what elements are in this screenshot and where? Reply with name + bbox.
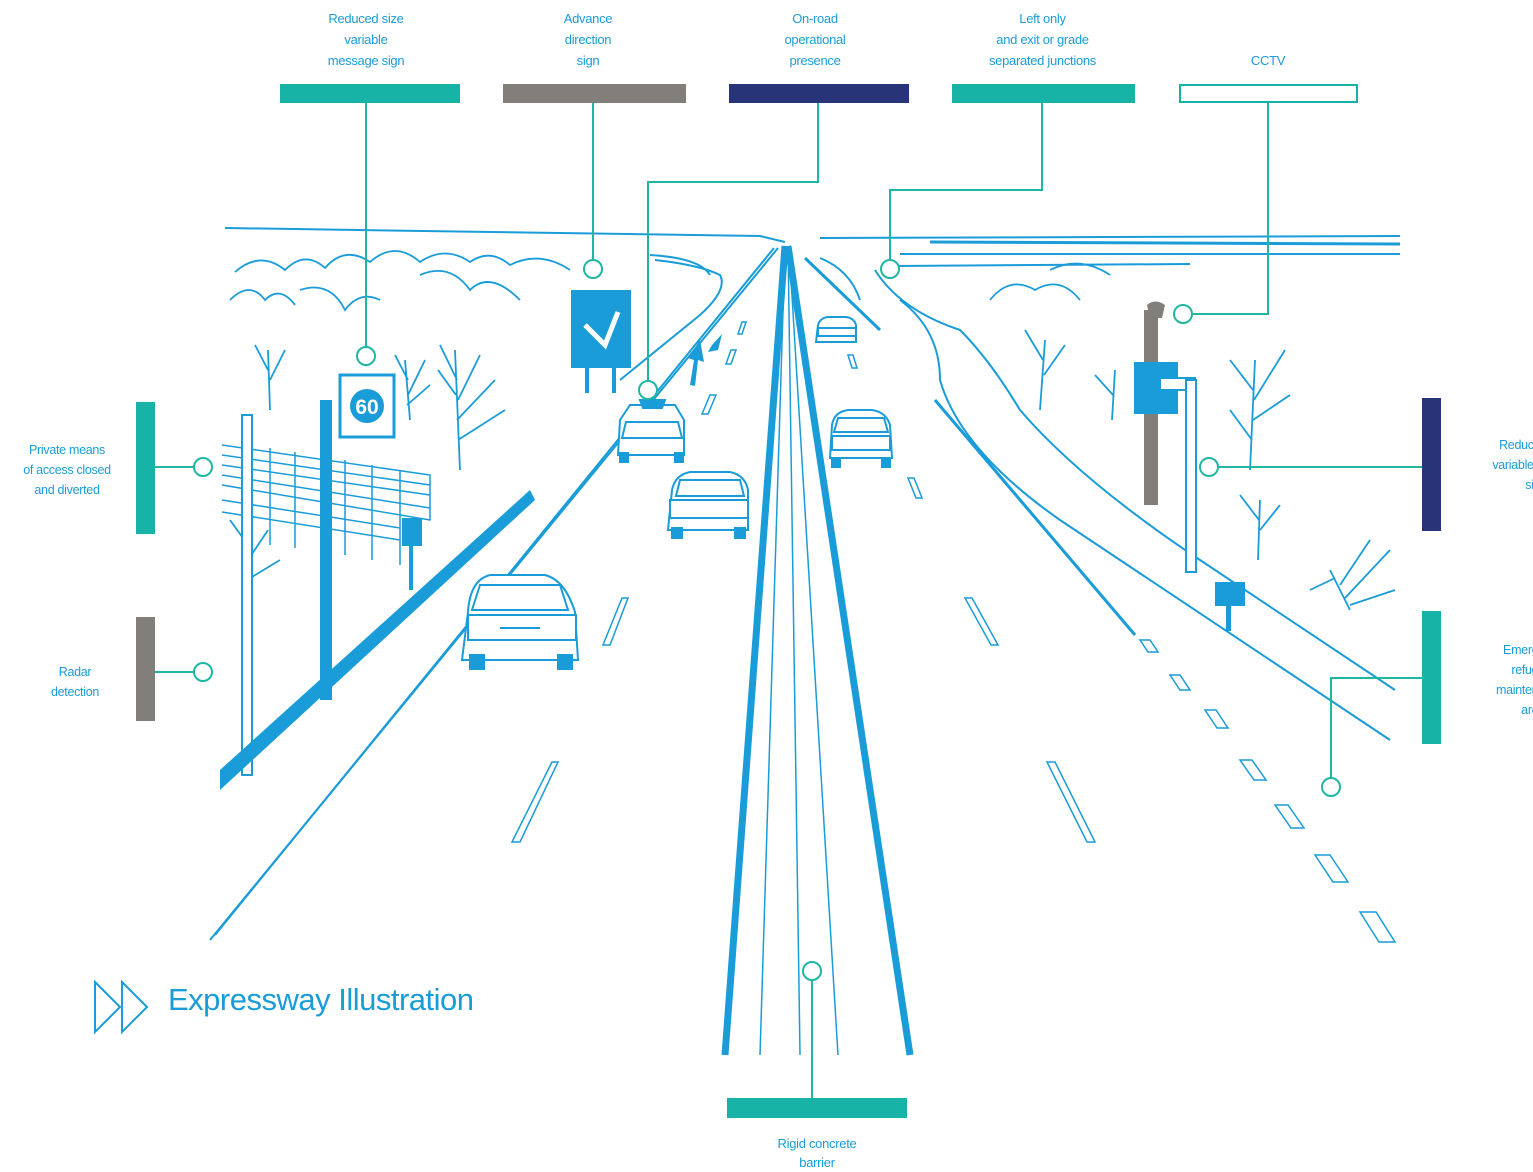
bar-left-only — [952, 84, 1135, 103]
label-private-access: Private means of access closed and diver… — [23, 443, 111, 497]
bar-emergency — [1422, 611, 1441, 744]
label-advance-direction: Advance direction sign — [563, 11, 613, 68]
right-ramp — [803, 256, 1396, 741]
bar-advance-direction — [503, 84, 686, 103]
car-oncoming-far — [814, 316, 857, 343]
car-oncoming-mid — [828, 409, 894, 468]
bar-radar — [136, 617, 155, 721]
left-ramp — [619, 254, 723, 381]
small-sign-left — [402, 518, 422, 546]
label-cctv: CCTV — [1250, 53, 1286, 68]
bar-vms-right — [1422, 398, 1441, 531]
advance-sign-post-l — [585, 368, 589, 393]
label-vms-small: Reduced size variable message sign — [327, 11, 405, 68]
leader-lines — [155, 103, 1422, 1098]
emergency-sign — [1215, 582, 1245, 606]
label-radar: Radar detection — [50, 665, 100, 699]
bar-barrier — [727, 1098, 907, 1118]
operational-vehicle — [616, 399, 685, 463]
road-arrows — [688, 334, 722, 386]
label-onroad: On-road operational presence — [784, 11, 846, 68]
lamp-post — [241, 414, 253, 776]
label-emergency: Emerge refuge maintena area — [1495, 643, 1533, 717]
bar-vms-small — [280, 84, 460, 103]
label-vms-right: Reduced variable m sign — [1492, 438, 1533, 492]
left-guardrail — [220, 490, 535, 790]
leader-dots — [193, 259, 1341, 981]
double-chevron-right-icon — [94, 979, 149, 1035]
page-title: Expressway Illustration — [168, 982, 474, 1017]
advance-sign-post-r — [612, 368, 616, 393]
bar-onroad — [729, 84, 909, 103]
small-sign-left-post — [409, 545, 413, 590]
label-barrier: Rigid concrete barrier — [777, 1136, 857, 1170]
road-edges — [209, 247, 1137, 941]
label-left-only: Left only and exit or grade separated ju… — [988, 11, 1097, 68]
vehicles — [460, 316, 894, 670]
speed-limit-value: 60 — [355, 396, 378, 419]
cctv-mast — [1134, 301, 1197, 573]
bar-private-access — [136, 402, 155, 534]
arrow-icon — [583, 311, 621, 350]
car-mid-left — [666, 471, 749, 539]
vms-post — [320, 400, 332, 700]
central-barrier — [721, 245, 914, 1056]
emergency-sign-post — [1226, 606, 1231, 631]
horizon-lines — [224, 227, 1401, 267]
lane-markings — [510, 321, 1397, 943]
speed-limit-icon — [350, 389, 384, 423]
car-near-left — [460, 574, 580, 670]
advance-direction-sign — [571, 290, 631, 368]
bar-cctv — [1179, 84, 1358, 103]
